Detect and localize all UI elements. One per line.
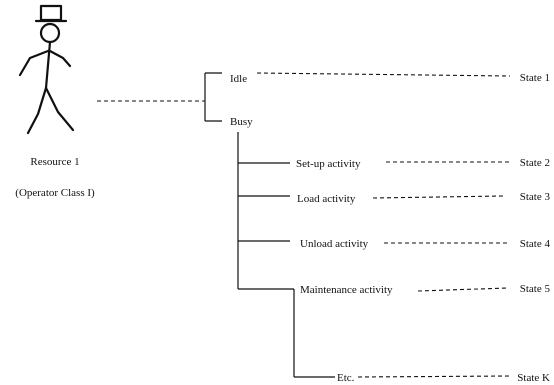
activity-label: Unload activity bbox=[300, 238, 369, 250]
activity-dashed-line bbox=[372, 195, 504, 199]
resource-name-label: Resource 1 bbox=[30, 156, 79, 168]
state-label: State 2 bbox=[520, 157, 550, 169]
activity-dashed-line bbox=[417, 287, 509, 292]
busy-state-label: Busy bbox=[230, 116, 253, 128]
idle-busy-bracket bbox=[204, 72, 222, 122]
idle-state-dashed-line bbox=[256, 72, 511, 77]
state-label: State 3 bbox=[520, 191, 551, 203]
idle-state-label: Idle bbox=[230, 73, 247, 85]
state-label: State 4 bbox=[520, 238, 551, 250]
stick-figure-with-top-hat-icon bbox=[18, 4, 75, 135]
activity-label: Set-up activity bbox=[296, 158, 361, 170]
activity-label: Load activity bbox=[297, 193, 356, 205]
state-label: State 5 bbox=[520, 283, 551, 295]
activity-label: Etc. bbox=[337, 372, 355, 384]
resource-class-label: (Operator Class I) bbox=[15, 187, 95, 199]
busy-activity-tree bbox=[237, 132, 335, 378]
activity-dashed-line bbox=[357, 375, 511, 378]
state-label: State K bbox=[517, 372, 550, 384]
activity-label: Maintenance activity bbox=[300, 284, 393, 296]
state-label: State 1 bbox=[520, 72, 550, 84]
